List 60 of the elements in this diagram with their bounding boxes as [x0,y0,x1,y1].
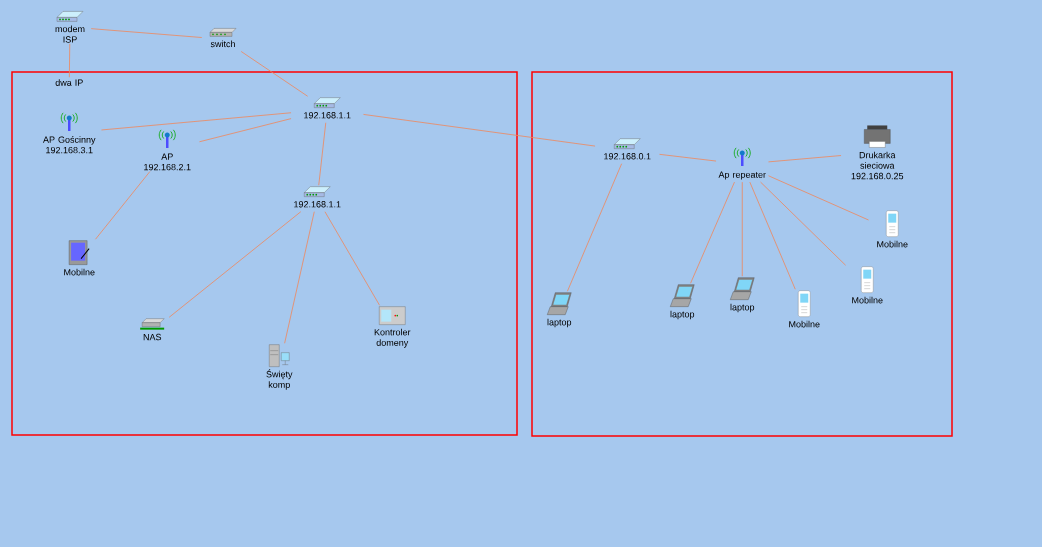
cable-line [95,171,151,240]
cable-line [90,28,203,38]
cable-line [68,43,71,78]
cable-line [240,51,309,97]
tablet: Mobilne [64,240,95,276]
node-label: 192.168.0.1 [604,153,651,160]
laptop: laptop [670,284,695,320]
node-label: Mobilne [64,268,95,276]
printer: Drukarka sieciowa 192.168.0.25 [851,125,904,180]
node-label: switch [210,40,235,48]
cable-line [101,112,292,131]
cable-line [168,211,302,318]
access-point: AP Gościnny 192.168.3.1 [43,112,96,154]
node-label: AP 192.168.2.1 [144,153,191,171]
mobile-phone: Mobilne [877,210,908,248]
network-group-frame [11,71,518,436]
node-label: modem ISP [55,25,85,43]
node-label: Kontroler domeny [374,328,411,348]
cable-line [741,181,743,277]
mobile-phone: Mobilne [789,290,820,328]
domain-controller: Kontroler domeny [374,306,411,348]
node-label: Mobilne [877,240,908,248]
access-point: AP 192.168.2.1 [144,129,191,171]
laptop: laptop [547,292,572,328]
node-label: laptop [730,303,755,313]
cable-line [760,181,846,266]
switch: switch [209,28,237,48]
cable-line [324,211,380,306]
node-label: AP Gościnny 192.168.3.1 [43,136,96,154]
node-label: 192.168.1.1 [294,201,341,208]
mobile-phone: Mobilne [852,266,883,304]
node-label: Mobilne [852,296,883,304]
network-group-frame [531,71,953,437]
router: 192.168.1.1 [294,186,341,208]
cable-line [318,122,327,186]
node-label: Święty komp [266,369,293,390]
cable-line [768,175,869,221]
node-label: dwa IP [55,79,83,86]
access-point: Ap repeater [718,147,766,180]
node-label: 192.168.1.1 [304,112,351,119]
router: 192.168.1.1 [304,97,351,119]
cable-line [768,155,842,163]
cable-line [284,211,315,344]
node-label: Drukarka sieciowa 192.168.0.25 [851,151,904,180]
cable-line [659,153,717,162]
node-label: NAS [143,333,162,341]
node-label: laptop [670,310,695,320]
cable-line [199,118,292,143]
node-label: Mobilne [789,320,820,328]
cable-line [690,181,735,284]
cable-line [567,163,623,292]
cable-line [363,114,596,147]
nas: NAS [140,318,165,341]
computer: Święty komp [266,344,293,390]
node-label: laptop [547,318,572,328]
node-label: Ap repeater [718,171,766,180]
modem: modem ISP [55,11,85,43]
cable-line [749,181,796,290]
laptop: laptop [730,277,755,313]
router: 192.168.0.1 [604,138,651,160]
